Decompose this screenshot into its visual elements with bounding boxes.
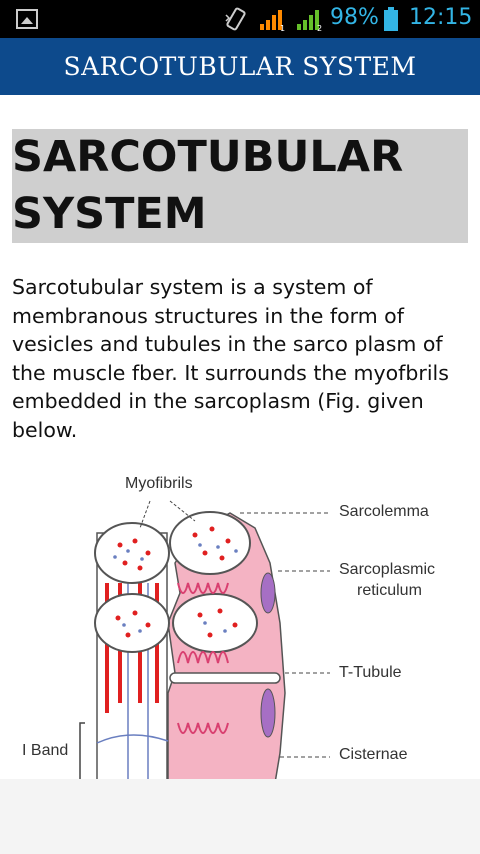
figure-illustration [79,500,330,779]
bottom-bar [0,779,480,854]
label-cisternae: Cisternae [339,746,408,763]
svg-text:2: 2 [317,24,322,32]
app-title: SARCOTUBULAR SYSTEM [63,52,417,81]
sarcotubular-figure: Myofibrils Sarcolemma Sarcoplasmic retic… [0,473,480,779]
battery-percent: 98% [330,5,379,30]
label-i-band: I Band [22,742,69,759]
svg-text:1: 1 [280,24,285,32]
label-sarcoplasmic: Sarcoplasmic [339,561,436,578]
vibrate-icon [225,7,246,31]
article-content[interactable]: SARCOTUBULAR SYSTEM Sarcotubular system … [0,95,480,779]
gallery-icon [16,9,38,29]
article-heading: SARCOTUBULAR SYSTEM [12,132,404,239]
label-reticulum: reticulum [357,582,422,599]
heading-box: SARCOTUBULAR SYSTEM [12,129,468,243]
clock: 12:15 [409,5,473,30]
label-sarcolemma: Sarcolemma [339,503,429,520]
status-bar: 1 2 98% 12:15 [0,0,480,38]
signal-sim1-icon: 1 [260,10,285,32]
signal-sim2-icon: 2 [297,10,322,32]
battery-icon [384,7,398,31]
app-bar: SARCOTUBULAR SYSTEM [0,38,480,95]
article-paragraph: Sarcotubular system is a system of membr… [12,275,449,442]
label-t-tubule: T-Tubule [339,664,402,681]
label-myofibrils: Myofibrils [125,475,193,492]
